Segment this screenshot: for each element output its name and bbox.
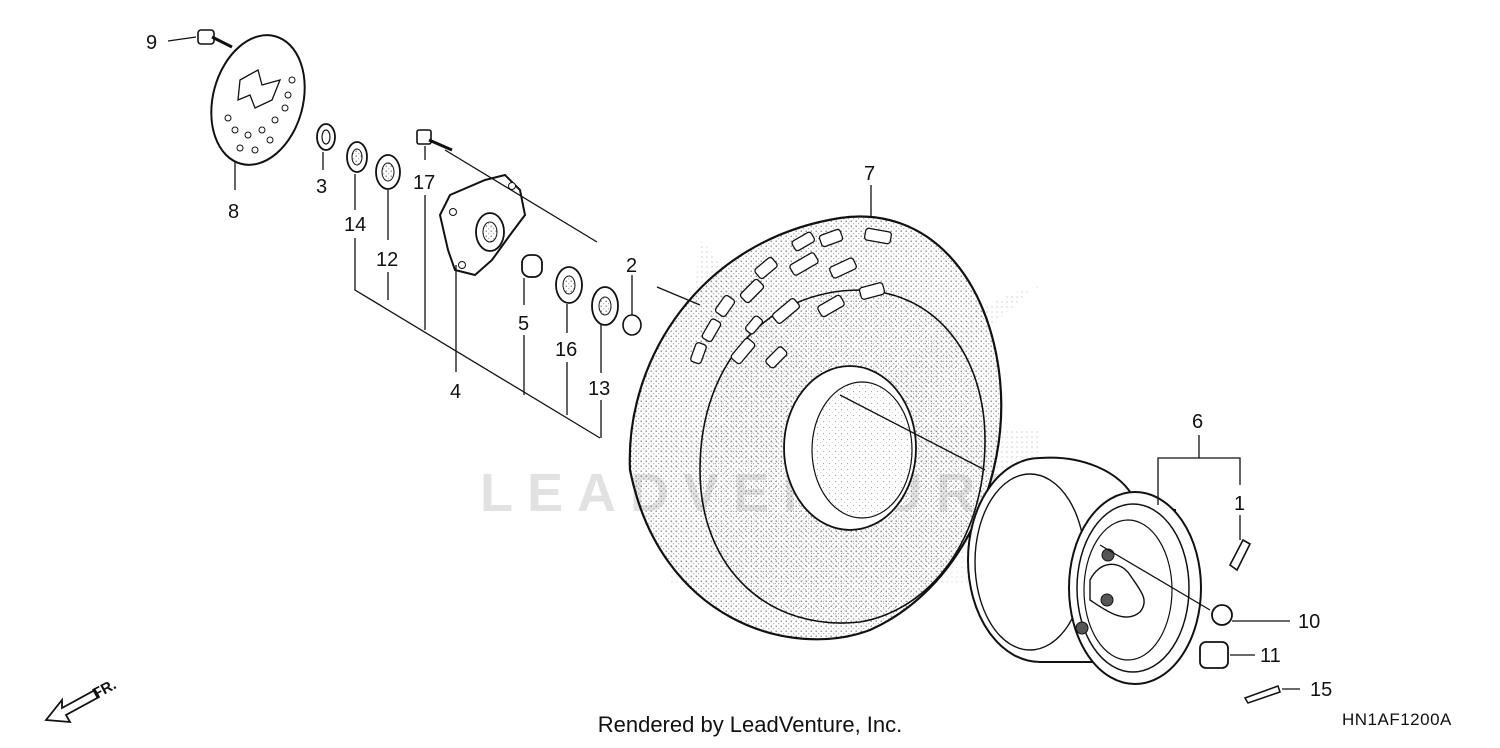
callout-15: 15 [1310, 679, 1332, 701]
front-hub [438, 173, 527, 277]
callout-7: 7 [864, 163, 875, 185]
wheel-rim [967, 456, 1202, 685]
distance-collar-and-bearings [521, 254, 642, 336]
callout-2: 2 [626, 255, 637, 277]
brake-disc [210, 34, 306, 166]
callout-16: 16 [555, 339, 577, 361]
callout-14: 14 [344, 214, 366, 236]
callout-12: 12 [376, 249, 398, 271]
valve-and-nuts [1199, 538, 1281, 704]
callout-9: 9 [146, 32, 157, 54]
callout-1: 1 [1234, 493, 1245, 515]
callout-13: 13 [588, 378, 610, 400]
disc-bolt [197, 29, 233, 49]
hub-seal-and-bearings [316, 123, 401, 190]
callout-11: 11 [1260, 645, 1281, 667]
callout-17: 17 [413, 172, 435, 194]
callout-5: 5 [518, 313, 529, 335]
render-credit: Rendered by LeadVenture, Inc. [597, 712, 903, 737]
callout-8: 8 [228, 201, 239, 223]
callout-3: 3 [316, 176, 327, 198]
diagram-code: HN1AF1200A [1342, 710, 1452, 729]
tire [628, 215, 1003, 641]
callout-10: 10 [1298, 611, 1320, 633]
hub-stud [416, 129, 453, 152]
leader-lines [167, 36, 1300, 690]
callout-6: 6 [1192, 411, 1203, 433]
callout-4: 4 [450, 381, 461, 403]
